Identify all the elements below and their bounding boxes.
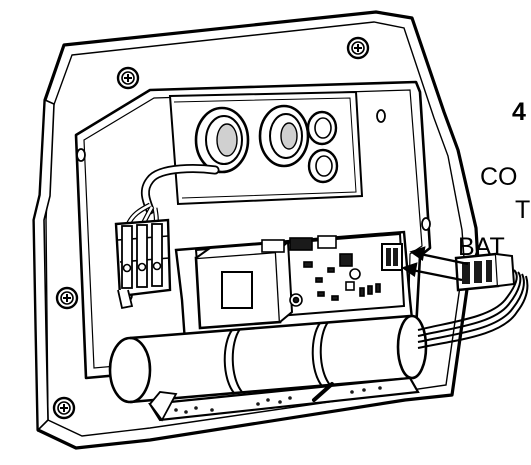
- connection-arrows: [401, 246, 469, 282]
- pcb-battery-socket: [381, 243, 403, 271]
- battery-pack: [108, 314, 428, 404]
- screw-bottom-left-icon: [52, 396, 76, 420]
- base-slot: [312, 382, 334, 402]
- annotation-line-2: T: [515, 196, 530, 224]
- grommet-large-left: [194, 106, 250, 174]
- base-tray-holes: [174, 386, 382, 414]
- pcb-components: [261, 235, 381, 307]
- annotation-line-3: BAT: [458, 233, 505, 261]
- base-tray: [148, 376, 420, 422]
- annotation-line-1: CO: [480, 163, 518, 191]
- grommet-small-bottom: [307, 148, 339, 184]
- plate-hole-right-icon: [376, 109, 386, 123]
- transformer: [194, 239, 294, 330]
- plate-hole-side-icon: [421, 217, 431, 231]
- screw-top-left-icon: [116, 66, 140, 90]
- plate-hole-left-icon: [76, 148, 86, 162]
- screw-left-icon: [55, 286, 79, 310]
- grommet-large-right: [258, 104, 310, 168]
- grommet-panel-step: [173, 97, 357, 199]
- battery-end-cap: [108, 336, 152, 404]
- battery-leads: [417, 269, 529, 349]
- screw-top-right-icon: [346, 36, 370, 60]
- base-clip: [148, 391, 178, 422]
- terminal-block: [114, 218, 172, 310]
- grommet-small-top: [306, 110, 338, 146]
- left-flange: [33, 98, 55, 432]
- step-number: 4: [512, 98, 526, 126]
